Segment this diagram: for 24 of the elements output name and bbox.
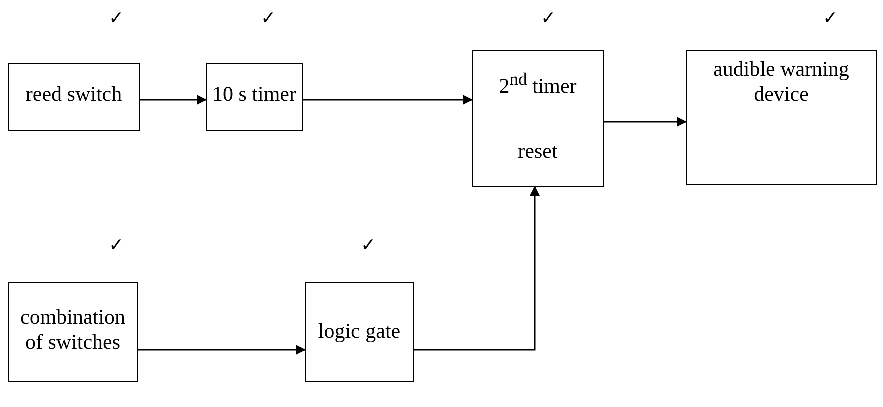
arrow (138, 345, 306, 355)
check-mark: ✓ (261, 8, 276, 29)
box-label: combination of switches (20, 305, 126, 356)
box-label: audible warning device (712, 57, 850, 108)
check-mark: ✓ (823, 8, 838, 29)
process-box (686, 50, 877, 185)
arrow (303, 95, 473, 105)
process-box (8, 63, 140, 131)
box-label: logic gate (317, 319, 402, 344)
check-mark: ✓ (361, 235, 376, 256)
process-box (472, 50, 604, 187)
process-box (206, 63, 303, 131)
arrow (140, 95, 207, 105)
process-box (305, 282, 414, 382)
check-mark: ✓ (541, 8, 556, 29)
check-mark: ✓ (109, 235, 124, 256)
process-box (8, 282, 138, 382)
box-label: 2$^{nd}$ timer (498, 69, 578, 100)
arrow (604, 117, 687, 127)
check-mark: ✓ (109, 8, 124, 29)
arrow (414, 186, 540, 351)
box-label: 10 s timer (212, 82, 298, 108)
box-label: reed switch (24, 82, 124, 108)
input-label: reset (517, 139, 559, 164)
